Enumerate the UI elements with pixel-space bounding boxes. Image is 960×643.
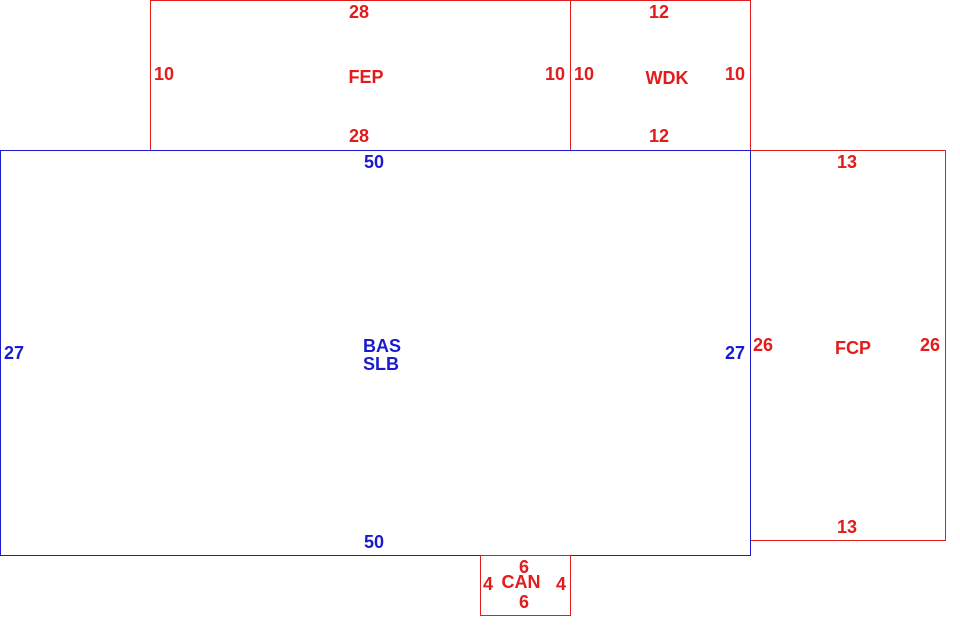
fcp-top-dimension: 13 [837, 152, 857, 172]
fep-label: FEP [348, 67, 383, 87]
wdk-right-dimension: 10 [725, 64, 745, 84]
can-outline [480, 555, 571, 616]
bas-right-dimension: 27 [725, 343, 745, 363]
can-label: CAN [502, 572, 541, 592]
fep-right-dimension: 10 [545, 64, 565, 84]
can-top-dimension: 6 [519, 557, 529, 577]
wdk-left-dimension: 10 [574, 64, 594, 84]
wdk-top-dimension: 12 [649, 2, 669, 22]
bas-left-dimension: 27 [4, 343, 24, 363]
fep-left-dimension: 10 [154, 64, 174, 84]
fcp-label: FCP [835, 338, 871, 358]
fep-top-dimension: 28 [349, 2, 369, 22]
can-left-dimension: 4 [483, 574, 493, 594]
slb-label: SLB [363, 354, 399, 374]
wdk-bottom-dimension: 12 [649, 126, 669, 146]
can-bottom-dimension: 6 [519, 592, 529, 612]
bas-outline [0, 150, 751, 556]
wdk-label: WDK [646, 68, 689, 88]
fcp-right-dimension: 26 [920, 335, 940, 355]
bas-top-dimension: 50 [364, 152, 384, 172]
bas-label: BAS [363, 336, 401, 356]
fcp-bottom-dimension: 13 [837, 517, 857, 537]
fcp-left-dimension: 26 [753, 335, 773, 355]
fep-bottom-dimension: 28 [349, 126, 369, 146]
can-right-dimension: 4 [556, 574, 566, 594]
bas-bottom-dimension: 50 [364, 532, 384, 552]
